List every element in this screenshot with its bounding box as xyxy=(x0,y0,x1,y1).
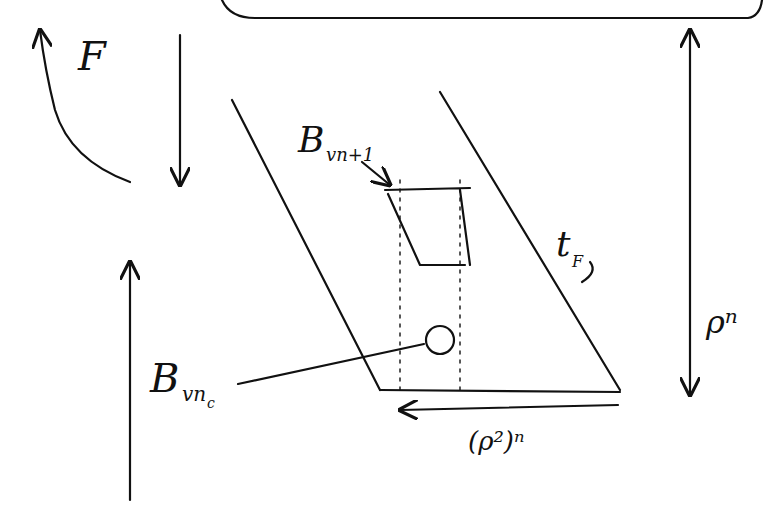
up-arrow xyxy=(129,262,131,500)
math-label: vn+1 xyxy=(326,146,374,164)
dotted-guide xyxy=(459,180,460,392)
small-ball xyxy=(426,326,454,354)
frame-corner xyxy=(222,0,762,18)
math-label: B xyxy=(298,122,324,158)
tube-bottom-edge xyxy=(380,390,620,392)
leader-line xyxy=(238,344,424,384)
math-label: t xyxy=(556,226,570,262)
math-label: ρⁿ xyxy=(706,306,738,338)
inner-box xyxy=(385,188,470,265)
down-arrow xyxy=(179,35,181,185)
math-label: B xyxy=(150,358,179,398)
leader-line xyxy=(362,162,390,185)
curved-arrow xyxy=(40,30,130,182)
math-label: vn xyxy=(182,384,206,404)
height-arrow xyxy=(689,30,691,395)
math-label: (ρ²)ⁿ xyxy=(468,428,525,454)
dotted-guide xyxy=(399,180,400,392)
width-arrow xyxy=(400,405,618,410)
math-label: F xyxy=(572,254,583,270)
leader-tick xyxy=(582,262,593,282)
math-label: c xyxy=(207,396,215,410)
math-label: F xyxy=(78,36,106,76)
tube-left-edge xyxy=(232,100,380,390)
